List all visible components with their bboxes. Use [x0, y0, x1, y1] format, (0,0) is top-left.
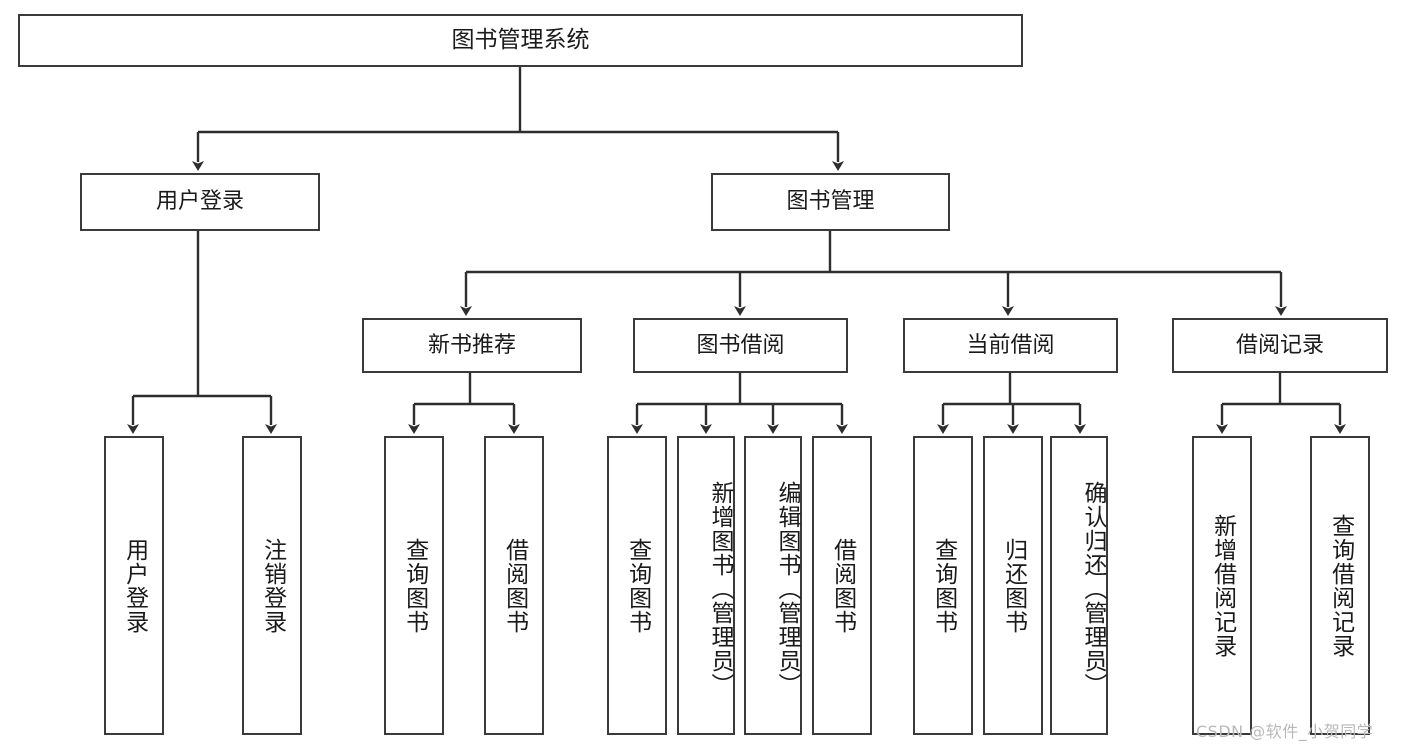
node-root-system[interactable]: 图书管理系统: [18, 14, 1023, 67]
leaf-query-book-current[interactable]: 查询图书: [913, 436, 973, 735]
leaf-borrow-book-recommend[interactable]: 借阅图书: [484, 436, 544, 735]
node-user-login[interactable]: 用户登录: [80, 173, 320, 231]
leaf-query-book-recommend[interactable]: 查询图书: [384, 436, 444, 735]
leaf-borrow-book[interactable]: 借阅图书: [812, 436, 872, 735]
leaf-add-book-admin[interactable]: 新增图书（管理员）: [677, 436, 735, 735]
node-current-borrow[interactable]: 当前借阅: [903, 318, 1118, 373]
leaf-user-login[interactable]: 用户登录: [104, 436, 164, 735]
leaf-query-borrow-record[interactable]: 查询借阅记录: [1310, 436, 1370, 735]
leaf-confirm-return-admin[interactable]: 确认归还（管理员）: [1050, 436, 1108, 735]
leaf-edit-book-admin[interactable]: 编辑图书（管理员）: [744, 436, 802, 735]
leaf-return-book[interactable]: 归还图书: [983, 436, 1043, 735]
node-borrow-records[interactable]: 借阅记录: [1172, 318, 1388, 373]
node-new-book-recommendation[interactable]: 新书推荐: [362, 318, 582, 373]
leaf-add-borrow-record[interactable]: 新增借阅记录: [1192, 436, 1252, 735]
node-book-management[interactable]: 图书管理: [711, 173, 950, 231]
leaf-logout[interactable]: 注销登录: [242, 436, 302, 735]
node-book-borrow[interactable]: 图书借阅: [633, 318, 848, 373]
leaf-query-book-borrow[interactable]: 查询图书: [607, 436, 667, 735]
csdn-watermark: CSDN @软件_小贺同学: [1196, 722, 1374, 741]
